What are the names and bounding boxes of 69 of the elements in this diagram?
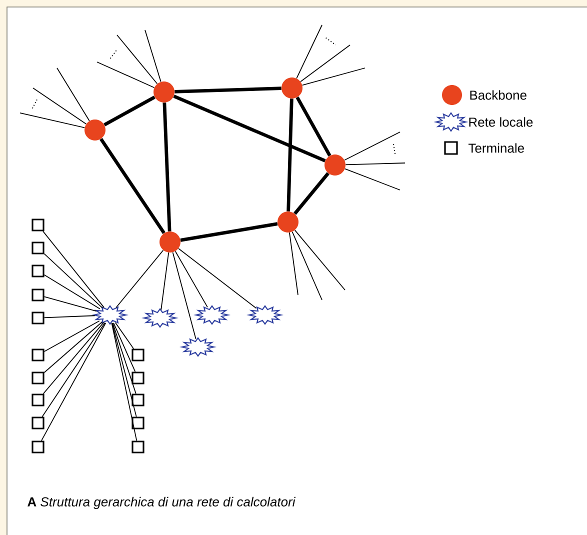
network-link	[42, 322, 106, 418]
network-line	[20, 112, 86, 128]
backbone-node	[278, 212, 298, 232]
network-link	[180, 222, 278, 242]
network-link	[104, 96, 156, 126]
network-link	[44, 274, 100, 310]
network-link	[44, 322, 102, 373]
legend-label: Rete locale	[469, 117, 533, 127]
network-link	[114, 322, 134, 350]
caption: A Struttura gerarchica di una rete di calcolatori	[28, 496, 296, 510]
legend-label: Backbone	[470, 90, 526, 100]
network-link	[111, 322, 138, 442]
network-link	[173, 94, 326, 162]
network-link	[294, 172, 330, 215]
network-link	[174, 86, 282, 94]
network-line	[32, 88, 87, 124]
network-link	[112, 322, 137, 418]
terminal-box	[132, 372, 144, 384]
network-line	[302, 68, 366, 86]
terminal-box	[132, 394, 144, 406]
network-line	[300, 44, 350, 82]
network-link	[172, 252, 196, 340]
network-line	[296, 24, 322, 79]
network-link	[44, 296, 97, 312]
backbone-node	[160, 232, 180, 252]
network-line	[144, 30, 162, 82]
terminal-box	[32, 264, 44, 278]
terminal-box	[32, 372, 44, 384]
backbone-node	[154, 82, 174, 102]
network-line	[292, 231, 322, 300]
network-link	[178, 248, 257, 309]
terminal-box	[32, 312, 44, 324]
network-line	[289, 232, 298, 296]
terminal-box	[32, 242, 44, 254]
network-link	[116, 250, 164, 308]
terminal-box	[132, 440, 144, 454]
network-link	[42, 230, 104, 308]
backbone-node	[84, 120, 106, 140]
backbone-node	[324, 154, 346, 176]
network-link	[160, 252, 170, 310]
network-line	[344, 168, 400, 190]
network-line	[56, 68, 90, 122]
network-link	[113, 322, 136, 372]
network-link	[100, 138, 166, 234]
terminal-box	[32, 394, 44, 406]
terminal-box	[32, 440, 44, 454]
network-link	[174, 250, 208, 308]
network-line	[294, 230, 346, 290]
network-link	[42, 322, 104, 394]
network-line	[116, 34, 158, 84]
network-line	[345, 162, 406, 166]
terminal-box	[32, 348, 44, 362]
backbone-node	[282, 78, 302, 98]
network-link	[44, 320, 100, 352]
terminal-box	[132, 348, 144, 362]
terminal-box	[32, 416, 44, 430]
legend-label: Terminale	[468, 143, 524, 153]
network-link	[162, 102, 172, 232]
network-line	[96, 62, 155, 88]
network-line	[344, 132, 400, 161]
terminal-box	[32, 288, 44, 302]
network-link	[44, 253, 103, 308]
network-link	[112, 322, 136, 394]
terminal-box	[32, 218, 44, 232]
network-link	[296, 96, 332, 156]
network-link	[286, 98, 294, 212]
terminal-box	[132, 416, 144, 430]
network-link	[40, 322, 106, 442]
network-link	[44, 315, 96, 318]
